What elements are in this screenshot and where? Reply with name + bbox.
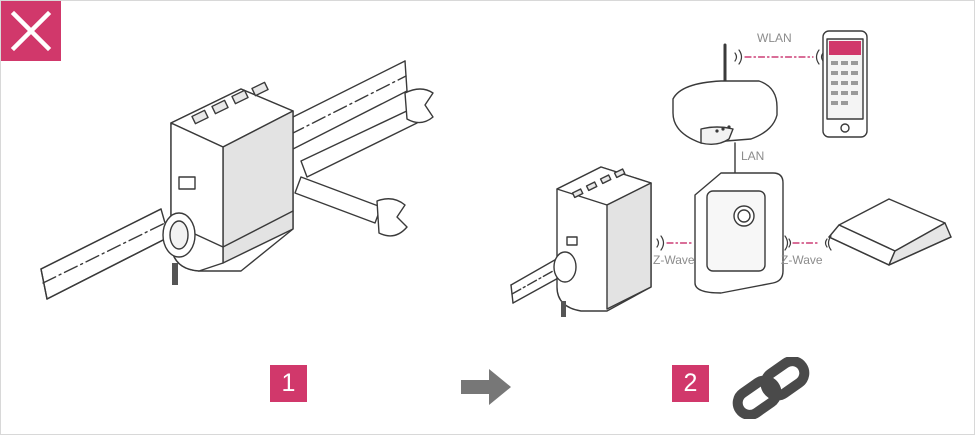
wlan-label: WLAN <box>757 31 792 45</box>
step-2-badge: 2 <box>672 365 709 402</box>
smartphone-device <box>822 30 868 138</box>
wrench-lower <box>294 176 408 237</box>
sensor-device <box>828 198 952 266</box>
valve-device <box>162 81 294 285</box>
step1-valve-scene <box>40 60 434 300</box>
pipe-right <box>288 60 408 150</box>
close-button[interactable] <box>1 1 61 61</box>
lan-label: LAN <box>741 149 765 163</box>
zwave-hub-device <box>694 172 784 294</box>
connection-lines <box>666 56 820 244</box>
step-1-badge: 1 <box>270 365 307 402</box>
chain-link-icon <box>732 357 810 419</box>
valve-small <box>553 166 652 317</box>
wrench-upper <box>300 88 434 178</box>
close-x-icon <box>10 10 52 52</box>
signal-waves <box>656 49 832 251</box>
right-arrow-icon <box>461 369 511 405</box>
step2-network-scene <box>510 30 952 317</box>
pipe-left <box>40 208 170 300</box>
router-device <box>672 43 778 146</box>
zwave-left-label: Z-Wave <box>653 253 695 267</box>
zwave-right-label: Z-Wave <box>781 253 823 267</box>
